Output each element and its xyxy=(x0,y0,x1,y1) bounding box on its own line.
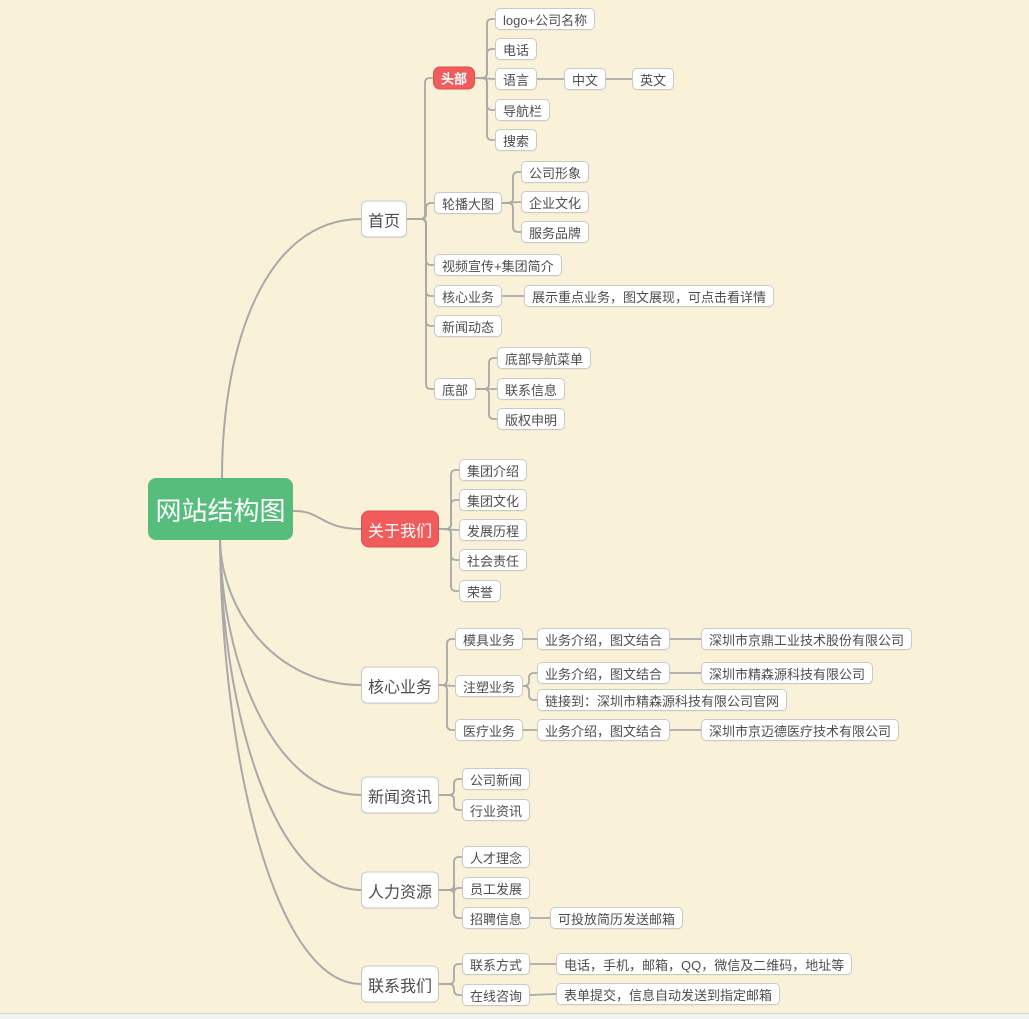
connector-root-contact xyxy=(219,539,362,985)
node-header[interactable]: 头部 xyxy=(433,66,476,90)
node-core[interactable]: 核心业务 xyxy=(361,666,440,704)
connector-home-core-home xyxy=(406,218,435,297)
connector-root-core xyxy=(219,539,362,686)
node-contact-1-desc[interactable]: 电话，手机，邮箱，QQ，微信及二维码，地址等 xyxy=(556,953,853,975)
node-med-co[interactable]: 深圳市京迈德医疗技术有限公司 xyxy=(701,719,900,741)
node-lang-en[interactable]: 英文 xyxy=(632,68,675,90)
node-footer-3[interactable]: 版权申明 xyxy=(497,408,566,430)
node-med-desc[interactable]: 业务介绍，图文结合 xyxy=(537,719,671,741)
node-core-home[interactable]: 核心业务 xyxy=(434,285,503,307)
node-about-2[interactable]: 集团文化 xyxy=(459,489,528,511)
connector-about-about-5 xyxy=(438,528,460,592)
connector-hr-hr-2 xyxy=(438,884,463,894)
node-hr-3[interactable]: 招聘信息 xyxy=(462,907,531,929)
node-home[interactable]: 首页 xyxy=(361,200,408,238)
node-news[interactable]: 新闻资讯 xyxy=(361,776,440,814)
connector-home-carousel xyxy=(406,202,435,220)
connector-inject-inject-link xyxy=(522,685,538,701)
connector-footer-footer-3 xyxy=(475,388,498,420)
node-core-home-desc[interactable]: 展示重点业务，图文展现，可点击看详情 xyxy=(524,285,775,307)
node-carousel-1[interactable]: 公司形象 xyxy=(521,161,590,183)
node-lang-zh[interactable]: 中文 xyxy=(564,68,607,90)
connector-carousel-carousel-3 xyxy=(501,202,522,233)
connector-about-about-4 xyxy=(438,528,460,561)
node-navbar[interactable]: 导航栏 xyxy=(495,99,551,121)
node-contact-2-desc[interactable]: 表单提交，信息自动发送到指定邮箱 xyxy=(556,983,781,1005)
connector-home-header xyxy=(406,77,434,220)
connector-footer-footer-1 xyxy=(475,357,498,390)
node-hr[interactable]: 人力资源 xyxy=(361,871,440,909)
node-contact-2[interactable]: 在线咨询 xyxy=(462,984,531,1006)
node-carousel[interactable]: 轮播大图 xyxy=(434,192,503,214)
node-carousel-2[interactable]: 企业文化 xyxy=(521,191,590,213)
node-news-1[interactable]: 公司新闻 xyxy=(462,768,531,790)
node-mold[interactable]: 模具业务 xyxy=(455,628,524,650)
node-tel[interactable]: 电话 xyxy=(495,38,538,60)
connector-core-mold xyxy=(438,638,456,686)
connector-root-hr xyxy=(219,539,362,891)
connector-core-med xyxy=(438,684,456,731)
node-inject-co[interactable]: 深圳市精森源科技有限公司 xyxy=(701,662,874,684)
node-footer-2[interactable]: 联系信息 xyxy=(497,378,566,400)
connector-contact-contact-1 xyxy=(438,963,463,985)
node-hr-1[interactable]: 人才理念 xyxy=(462,846,531,868)
node-news-home[interactable]: 新闻动态 xyxy=(434,315,503,337)
connector-root-about xyxy=(292,509,362,530)
connector-root-home xyxy=(221,218,362,479)
node-mold-desc[interactable]: 业务介绍，图文结合 xyxy=(537,628,671,650)
connector-hr-hr-1 xyxy=(438,856,463,891)
node-about-3[interactable]: 发展历程 xyxy=(459,519,528,541)
node-footer[interactable]: 底部 xyxy=(434,378,477,400)
node-inject-link[interactable]: 链接到：深圳市精森源科技有限公司官网 xyxy=(537,689,788,711)
node-about-1[interactable]: 集团介绍 xyxy=(459,459,528,481)
node-hr-3-desc[interactable]: 可投放简历发送邮箱 xyxy=(550,907,684,929)
node-search[interactable]: 搜索 xyxy=(495,129,538,151)
node-contact-1[interactable]: 联系方式 xyxy=(462,953,531,975)
node-video[interactable]: 视频宣传+集团简介 xyxy=(434,254,562,276)
node-logo[interactable]: logo+公司名称 xyxy=(495,8,596,30)
node-footer-1[interactable]: 底部导航菜单 xyxy=(497,347,592,369)
connector-header-navbar xyxy=(474,77,496,111)
connector-inject-inject-desc xyxy=(522,672,538,687)
node-about-5[interactable]: 荣誉 xyxy=(459,580,502,602)
node-news-2[interactable]: 行业资讯 xyxy=(462,799,531,821)
node-root[interactable]: 网站结构图 xyxy=(148,478,293,540)
node-hr-2[interactable]: 员工发展 xyxy=(462,877,531,899)
node-inject[interactable]: 注塑业务 xyxy=(455,675,524,697)
node-inject-desc[interactable]: 业务介绍，图文结合 xyxy=(537,662,671,684)
connector-news-news-1 xyxy=(438,778,463,796)
node-carousel-3[interactable]: 服务品牌 xyxy=(521,221,590,243)
connector-news-news-2 xyxy=(438,794,463,811)
node-lang[interactable]: 语言 xyxy=(495,68,538,90)
connector-home-news-home xyxy=(406,218,435,327)
node-about-4[interactable]: 社会责任 xyxy=(459,549,528,571)
canvas-bottom-edge xyxy=(0,1013,1029,1019)
connector-hr-hr-3 xyxy=(438,889,463,919)
connector-header-search xyxy=(474,77,496,141)
connector-root-news xyxy=(219,539,362,796)
connector-header-tel xyxy=(474,48,496,79)
node-contact[interactable]: 联系我们 xyxy=(361,965,440,1003)
node-about[interactable]: 关于我们 xyxy=(361,510,440,548)
connector-home-video xyxy=(406,218,435,266)
node-mold-co[interactable]: 深圳市京鼎工业技术股份有限公司 xyxy=(701,628,913,650)
connector-home-footer xyxy=(406,218,435,390)
connector-contact-2-contact-2-desc xyxy=(529,993,557,996)
connector-about-about-2 xyxy=(438,499,460,530)
node-med[interactable]: 医疗业务 xyxy=(455,719,524,741)
connector-contact-contact-2 xyxy=(438,983,463,996)
connector-carousel-carousel-1 xyxy=(501,171,522,204)
